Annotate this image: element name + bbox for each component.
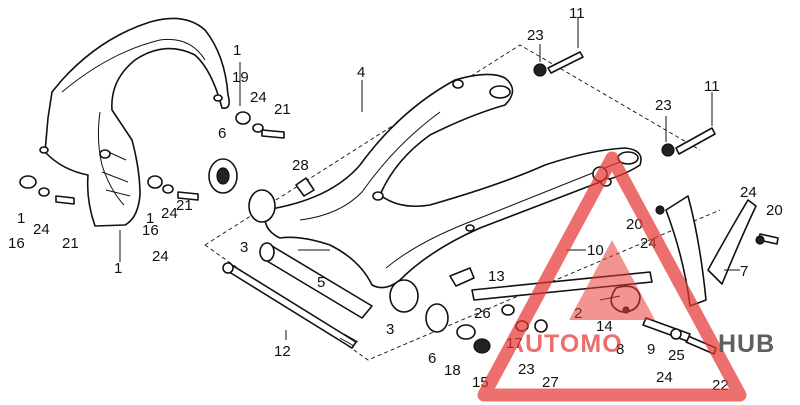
callout-5: 5 — [317, 274, 325, 291]
callout-10: 10 — [587, 242, 604, 259]
callout-14: 14 — [596, 318, 613, 335]
callout-27: 27 — [542, 374, 559, 391]
callout-21: 21 — [176, 197, 193, 214]
callout-19: 19 — [232, 69, 249, 86]
callout-16: 16 — [8, 235, 25, 252]
callout-1: 1 — [146, 210, 154, 227]
callout-3: 3 — [240, 239, 248, 256]
callout-6: 6 — [218, 125, 226, 142]
callout-21: 21 — [62, 235, 79, 252]
callout-1: 1 — [17, 210, 25, 227]
callout-9: 9 — [647, 341, 655, 358]
callout-24: 24 — [33, 221, 50, 238]
callout-24: 24 — [250, 89, 267, 106]
callout-25: 25 — [668, 347, 685, 364]
callout-6: 6 — [428, 350, 436, 367]
callout-3: 3 — [386, 321, 394, 338]
callout-23: 23 — [527, 27, 544, 44]
callout-20: 20 — [766, 202, 783, 219]
callout-8: 8 — [616, 341, 624, 358]
callout-23: 23 — [518, 361, 535, 378]
callout-24: 24 — [161, 205, 178, 222]
watermark-brand-right: HUB — [718, 330, 775, 358]
watermark: AUTOMO HUB — [477, 151, 775, 402]
callout-21: 21 — [274, 101, 291, 118]
callout-24: 24 — [152, 248, 169, 265]
callout-7: 7 — [740, 263, 748, 280]
callout-24: 24 — [740, 184, 757, 201]
callout-28: 28 — [292, 157, 309, 174]
callout-1: 1 — [114, 260, 122, 277]
chain-guard — [39, 17, 230, 227]
callout-13: 13 — [488, 268, 505, 285]
bushings-and-fasteners — [19, 63, 675, 354]
callout-23: 23 — [655, 97, 672, 114]
swing-arm — [263, 73, 642, 289]
callout-11: 11 — [704, 78, 720, 95]
callout-16: 16 — [142, 222, 159, 239]
callout-11: 11 — [569, 5, 585, 22]
pivot-assembly — [222, 189, 419, 349]
callout-24: 24 — [656, 369, 673, 386]
callout-26: 26 — [474, 305, 491, 322]
warning-triangle-logo — [477, 151, 747, 402]
callout-1: 1 — [233, 42, 241, 59]
callout-12: 12 — [274, 343, 291, 360]
watermark-brand-left: AUTOMO — [506, 330, 623, 358]
bolts — [55, 51, 779, 355]
callout-18: 18 — [444, 362, 461, 379]
callout-4: 4 — [357, 64, 365, 81]
